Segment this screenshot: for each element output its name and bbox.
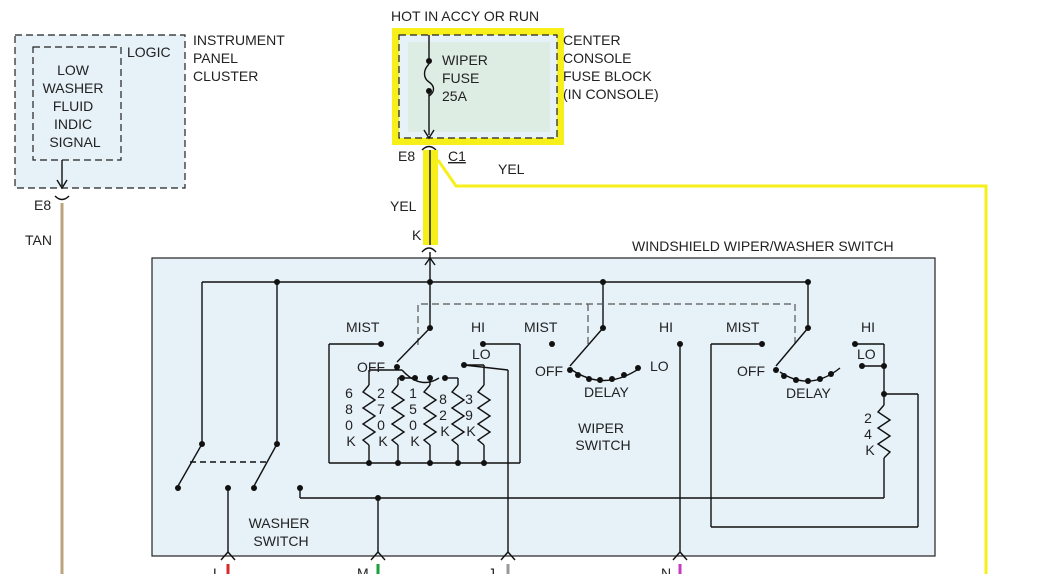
- resistor-24k: [876, 404, 892, 459]
- mist-label-3: MIST: [726, 319, 760, 335]
- resistor-270k-label: 2 7 0 K: [377, 385, 389, 449]
- ipc-logic-label: LOGIC: [127, 44, 171, 60]
- instrument-panel-cluster: [14, 34, 186, 190]
- resistor-150k: [422, 384, 438, 446]
- fuse-inner-highlight: [408, 42, 550, 132]
- hi-label-2: HI: [659, 319, 673, 335]
- wire-yel-right: YEL: [498, 161, 525, 177]
- wiper-fuse-label: WIPER FUSE 25A: [442, 52, 492, 104]
- hi-label-1: HI: [471, 319, 485, 335]
- pin-l-label: L: [213, 565, 221, 574]
- washer-contacts: [175, 441, 381, 501]
- connector-c1: C1: [448, 148, 466, 164]
- section1-contacts: [366, 341, 487, 466]
- switch-title: WINDSHIELD WIPER/WASHER SWITCH: [632, 238, 894, 254]
- lo-label-1: LO: [472, 346, 491, 362]
- off-label-3: OFF: [737, 363, 765, 379]
- lo-label-2: LO: [650, 358, 669, 374]
- wire-yel-left: YEL: [390, 198, 417, 214]
- switch-assembly-box: [151, 257, 936, 557]
- fuse-symbol: [423, 63, 435, 97]
- resistor-150k-label: 1 5 0 K: [409, 385, 421, 449]
- yel-wire-right: [436, 159, 988, 574]
- lo-label-3: LO: [857, 346, 876, 362]
- resistor-39k-label: 3 9 K: [465, 391, 477, 439]
- off-label-1: OFF: [357, 359, 385, 375]
- pin-m-label: M: [357, 565, 369, 574]
- mist-label-1: MIST: [346, 319, 380, 335]
- off-label-2: OFF: [535, 363, 563, 379]
- resistor-680k: [361, 384, 377, 446]
- resistor-82k: [450, 384, 466, 446]
- washer-switch-label: WASHER SWITCH: [249, 515, 314, 549]
- wiper-switch-label: WIPER SWITCH: [575, 420, 630, 453]
- feed-wiring: [201, 252, 809, 444]
- mist-label-2: MIST: [524, 319, 558, 335]
- ipc-signal-label: LOW WASHER FLUID INDIC SIGNAL: [43, 62, 108, 150]
- fuse-block: [392, 28, 564, 145]
- resistor-82k-label: 8 2 K: [439, 391, 451, 439]
- delay-label-3: DELAY: [786, 385, 832, 401]
- hi-label-3: HI: [861, 319, 875, 335]
- delay-label-2: DELAY: [584, 384, 630, 400]
- section2-contacts: [549, 341, 683, 383]
- resistor-zigzags: [361, 384, 492, 446]
- output-pins: [220, 550, 688, 561]
- washer-switch: [177, 443, 379, 552]
- resistor-270k: [390, 384, 406, 446]
- resistor-39k: [476, 384, 492, 446]
- pin-n-label: N: [661, 565, 671, 574]
- connector-e8-fuse: E8: [398, 148, 415, 164]
- connector-e8-left: E8: [34, 197, 51, 213]
- fuse-block-title: CENTER CONSOLE FUSE BLOCK (IN CONSOLE): [563, 32, 659, 102]
- pin-j-label: J: [488, 565, 495, 574]
- connector-k: K: [412, 227, 422, 243]
- resistor-680k-label: 6 8 0 K: [345, 385, 357, 449]
- wire-tan: TAN: [25, 232, 52, 248]
- ipc-title: INSTRUMENT PANEL CLUSTER: [193, 32, 288, 84]
- resistor-24k-label: 2 4 K: [864, 410, 876, 458]
- hot-in-label: HOT IN ACCY OR RUN: [391, 8, 539, 24]
- section3-contacts: [297, 341, 887, 491]
